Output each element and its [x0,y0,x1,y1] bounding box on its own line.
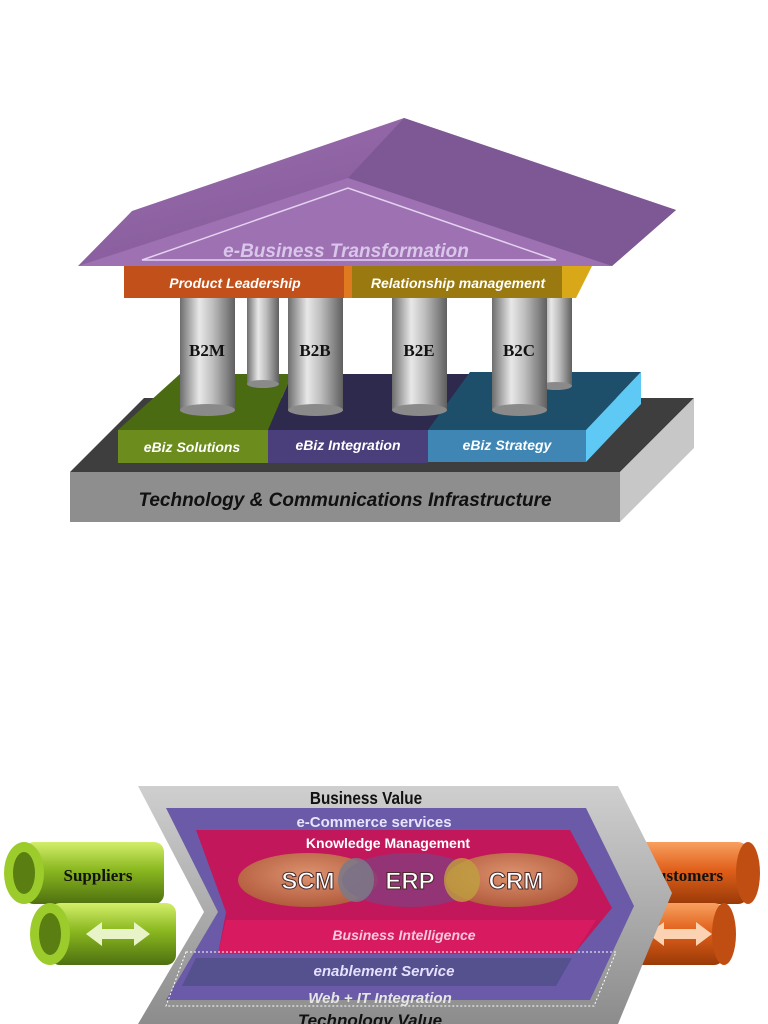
beam-relationship-side [562,266,592,298]
pillar-b2c-label: B2C [503,341,535,360]
pillar-b2e-label: B2E [403,341,434,360]
layer-enablement-label: enablement Service [314,963,455,980]
circle-crm-label: CRM [489,868,544,895]
technology-value-label: Technology Value [298,1011,442,1024]
pipe-suppliers-label: Suppliers [64,866,133,885]
roof-title: e-Business Transformation [223,241,469,262]
circle-erp-label: ERP [385,868,434,895]
block-strategy-label: eBiz Strategy [463,437,553,453]
beam-relationship-label: Relationship management [371,275,547,291]
beam-product-leadership-label: Product Leadership [169,275,301,291]
pillar-b2b-label: B2B [299,341,330,360]
layer-web-it-label: Web + IT Integration [308,990,451,1007]
base-label: Technology & Communications Infrastructu… [138,490,552,511]
beam-divider [344,266,352,298]
value-chain-diagram: Suppliers Customers Business Value e-Com… [4,786,760,1024]
block-integration-label: eBiz Integration [295,437,400,453]
circle-overlap-right [444,858,480,902]
layer-knowledge-label: Knowledge Management [306,835,470,851]
pillar-b2m-label: B2M [189,341,225,360]
circle-scm-label: SCM [281,868,334,895]
business-value-label: Business Value [310,788,422,808]
layer-ecommerce-label: e-Commerce services [296,814,451,831]
block-solutions-label: eBiz Solutions [144,439,241,455]
temple-diagram: Technology & Communications Infrastructu… [70,118,694,522]
layer-business-intelligence-label: Business Intelligence [332,927,475,943]
circle-overlap-left [338,858,374,902]
